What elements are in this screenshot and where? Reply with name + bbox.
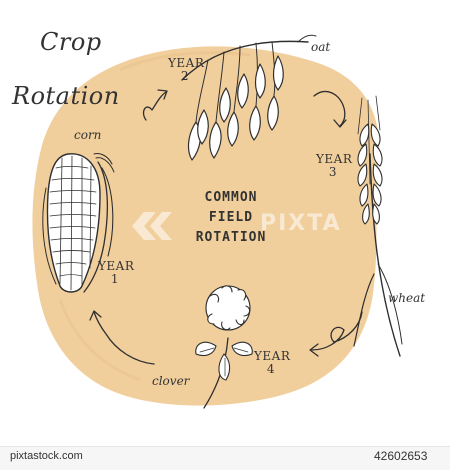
crop-name-clover: clover	[152, 374, 190, 388]
footer-image-number: 42602653	[374, 449, 428, 463]
center-label: COMMON FIELD ROTATION	[190, 188, 272, 248]
oat-icon	[181, 34, 317, 161]
title-line-1: Crop	[40, 28, 102, 56]
arrow-year2-to-year3-icon	[313, 91, 347, 128]
year-label-1: YEAR 1	[98, 259, 135, 286]
year-label-2: YEAR 2	[168, 56, 205, 83]
center-label-line-1: COMMON	[204, 190, 258, 205]
watermark-text: PIXTA	[260, 211, 342, 236]
year-label-4: YEAR 4	[254, 349, 291, 376]
corn-icon	[42, 153, 115, 293]
crop-name-oat: oat	[311, 40, 331, 54]
crop-name-corn: corn	[74, 128, 102, 142]
footer-site-text: pixtastock.com	[10, 450, 83, 462]
year-label-3-number: 3	[328, 165, 338, 179]
center-label-line-3: ROTATION	[195, 230, 267, 245]
year-label-3-text: YEAR	[316, 152, 353, 166]
year-label-4-text: YEAR	[254, 349, 291, 363]
wheat-icon	[353, 95, 403, 357]
arrow-year3-to-year4-icon	[309, 311, 363, 357]
year-label-1-text: YEAR	[98, 259, 135, 273]
year-label-2-text: YEAR	[168, 56, 205, 70]
year-label-3: YEAR 3	[316, 152, 353, 179]
clover-icon	[195, 285, 253, 409]
crop-name-wheat: wheat	[388, 291, 426, 305]
year-label-1-number: 1	[110, 272, 120, 286]
center-label-line-2: FIELD	[208, 210, 254, 225]
year-label-2-number: 2	[180, 69, 190, 83]
footer-bar	[0, 446, 450, 470]
watermark-logo-icon	[132, 212, 172, 240]
year-label-4-number: 4	[266, 362, 276, 376]
title-line-2: Rotation	[12, 82, 120, 110]
arrow-year1-to-year2-icon	[142, 89, 168, 121]
arrow-year4-to-year1-icon	[89, 310, 155, 365]
